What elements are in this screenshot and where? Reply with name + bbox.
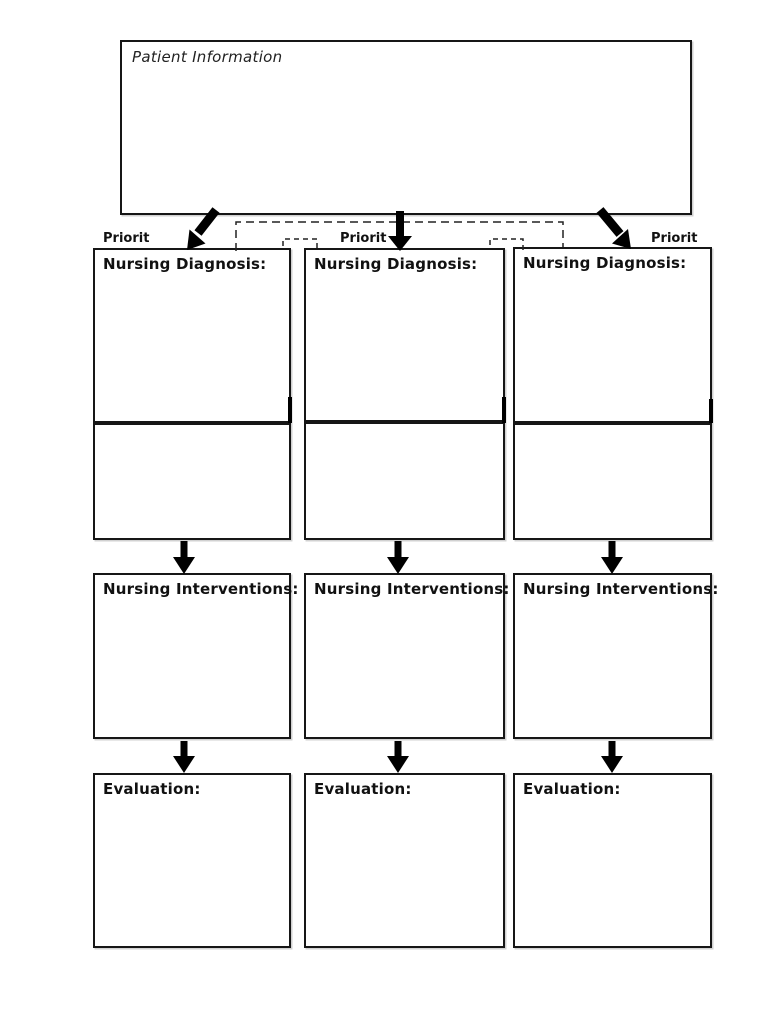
down-arrow-col2-row3-icon	[387, 741, 409, 773]
down-arrow-col3-row2-icon	[601, 541, 623, 574]
patient-information-label: Patient Information	[132, 48, 283, 66]
nursing-diagnosis-box-3[interactable]: Nursing Diagnosis:	[513, 247, 712, 423]
evaluation-box-1[interactable]: Evaluation:	[93, 773, 291, 948]
diagnosis-secondary-box-2[interactable]	[304, 422, 505, 540]
nursing-diagnosis-box-1[interactable]: Nursing Diagnosis:	[93, 248, 291, 423]
nursing-diagnosis-label-3: Nursing Diagnosis:	[523, 254, 687, 272]
evaluation-label-1: Evaluation:	[103, 780, 201, 798]
evaluation-box-3[interactable]: Evaluation:	[513, 773, 712, 948]
diagonal-arrow-right-icon	[596, 207, 631, 249]
evaluation-box-2[interactable]: Evaluation:	[304, 773, 505, 948]
nursing-interventions-box-3[interactable]: Nursing Interventions:	[513, 573, 719, 739]
nursing-diagnosis-label-1: Nursing Diagnosis:	[103, 255, 267, 273]
priority-label-2: Priorit	[340, 231, 387, 246]
nursing-interventions-label-1: Nursing Interventions:	[103, 580, 299, 598]
priority-label-3: Priorit	[651, 231, 698, 246]
priority-label-1: Priorit	[103, 231, 150, 246]
nursing-interventions-label-3: Nursing Interventions:	[523, 580, 719, 598]
down-arrow-col2-row2-icon	[387, 541, 409, 574]
diagnosis-secondary-box-3[interactable]	[513, 423, 712, 540]
nursing-diagnosis-box-2[interactable]: Nursing Diagnosis:	[304, 248, 505, 422]
diagonal-arrow-left-icon	[187, 207, 220, 250]
nursing-diagnosis-label-2: Nursing Diagnosis:	[314, 255, 478, 273]
nursing-interventions-label-2: Nursing Interventions:	[314, 580, 510, 598]
down-arrow-col3-row3-icon	[601, 741, 623, 773]
nursing-interventions-box-1[interactable]: Nursing Interventions:	[93, 573, 299, 739]
down-arrow-col1-row3-icon	[173, 741, 195, 773]
diagnosis-secondary-box-1[interactable]	[93, 423, 291, 540]
evaluation-label-2: Evaluation:	[314, 780, 412, 798]
nursing-interventions-box-2[interactable]: Nursing Interventions:	[304, 573, 510, 739]
evaluation-label-3: Evaluation:	[523, 780, 621, 798]
patient-information-box[interactable]: Patient Information	[120, 40, 692, 215]
down-arrow-middle-icon	[388, 211, 412, 251]
down-arrow-col1-row2-icon	[173, 541, 195, 574]
